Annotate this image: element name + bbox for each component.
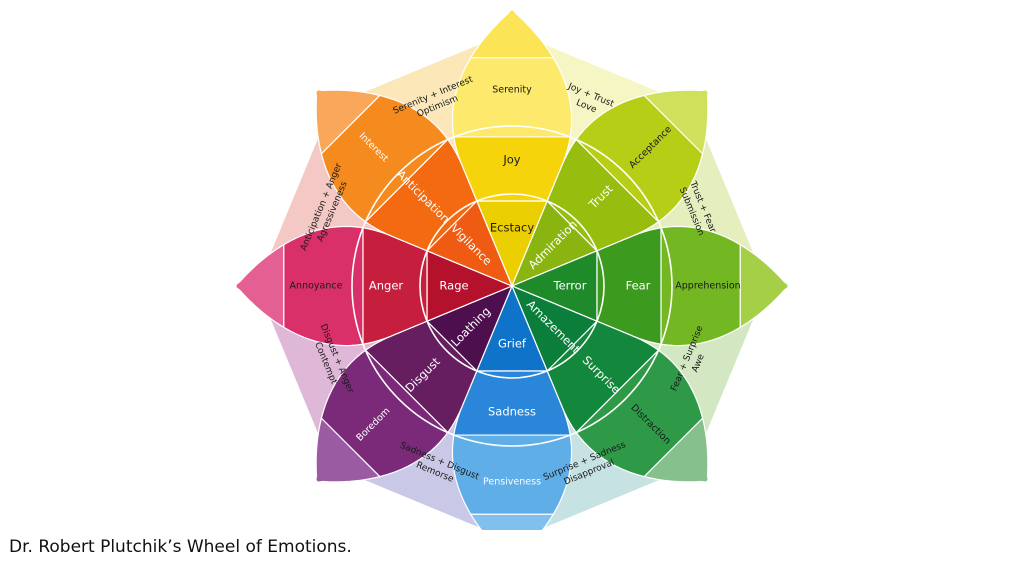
label-fear-basic: Fear — [626, 279, 651, 293]
label-fear-intense: Terror — [553, 279, 587, 293]
label-anger-mild: Annoyance — [290, 281, 343, 292]
petal-fear-tip — [739, 243, 789, 329]
inner-ring-outline — [419, 193, 605, 379]
petal-surprise-tip — [643, 417, 709, 483]
figure-caption: Dr. Robert Plutchik’s Wheel of Emotions. — [9, 537, 352, 557]
petal-joy-mild — [451, 57, 573, 138]
petal-sadness-tip — [469, 513, 555, 530]
label-joy-basic: Joy — [502, 153, 520, 167]
label-anger-intense: Rage — [439, 279, 468, 293]
label-sadness-basic: Sadness — [488, 405, 536, 419]
petal-disgust-tip — [315, 417, 381, 483]
petal-anger-tip — [235, 243, 285, 329]
label-joy-intense: Ecstacy — [490, 221, 534, 235]
petal-anticipation-tip — [315, 89, 381, 155]
label-sadness-mild: Pensiveness — [483, 477, 541, 488]
ring-outlines — [351, 125, 673, 447]
petal-joy-tip — [469, 9, 555, 59]
label-anger-basic: Anger — [369, 279, 404, 293]
petal-trust-tip — [643, 89, 709, 155]
emotion-petals — [235, 9, 789, 530]
middle-ring-outline — [351, 125, 673, 447]
label-sadness-intense: Grief — [498, 337, 527, 351]
plutchik-wheel-diagram: EcstacyJoySerenityAdmirationTrustAccepta… — [235, 9, 789, 530]
label-joy-mild: Serenity — [492, 85, 532, 96]
label-fear-mild: Apprehension — [675, 281, 740, 292]
